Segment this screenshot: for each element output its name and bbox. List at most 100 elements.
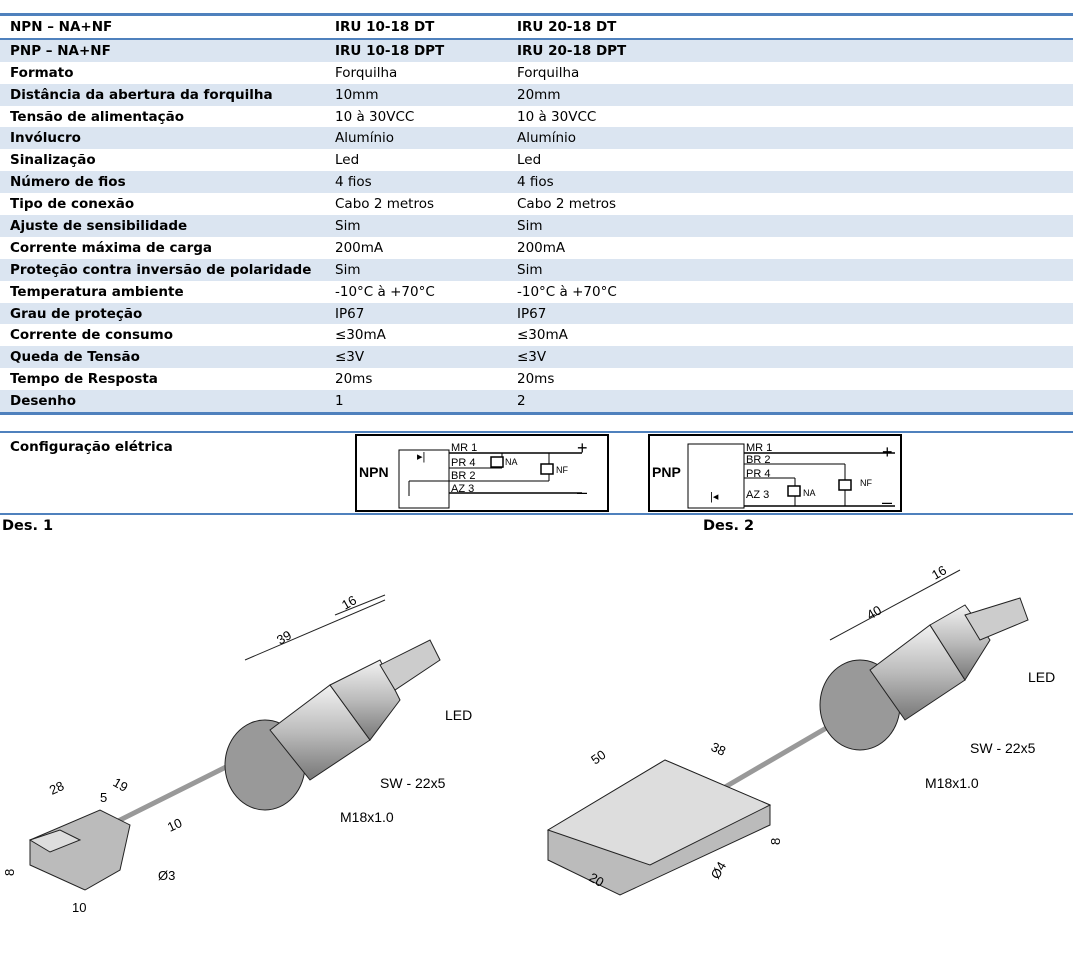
drawing-label: 19 [111, 775, 131, 795]
drawing-label: Ø4 [708, 859, 730, 882]
drawing-label: 38 [709, 739, 728, 759]
spec-value: 10 à 30VCC [335, 108, 415, 125]
table-row: Sinalização Led Led [0, 149, 1073, 171]
table-row: Temperatura ambiente -10°C à +70°C -10°C à… [0, 281, 1073, 303]
spec-value: IRU 10-18 DPT [335, 42, 445, 59]
table-row: Ajuste de sensibilidade Sim Sim [0, 215, 1073, 237]
drawing-label: 10 [165, 815, 184, 835]
spec-label: Formato [10, 64, 74, 81]
drawing-label: MR 1 [451, 442, 477, 454]
table-row: Corrente de consumo≤30mA≤30mA [0, 324, 1073, 346]
drawing-label: MR 1 [746, 442, 772, 454]
drawing-label: – [577, 482, 587, 502]
drawing-label: 5 [100, 790, 107, 805]
spec-value: 4 fios [335, 174, 372, 191]
drawing-label: 40 [864, 602, 884, 622]
spec-label: Temperatura ambiente [10, 283, 184, 300]
drawing-label: M18x1.0 [925, 775, 979, 791]
spec-value: 200mA [335, 239, 384, 256]
drawing-label: NA [803, 488, 816, 498]
electrical-config-section: Configuração elétrica NPN ▸| MR 1 PR 4 BR… [0, 431, 1073, 515]
table-row: Tensão de alimentação 10 à 30VCC 10 à 30VC… [0, 106, 1073, 128]
drawing-1-title: Des. 1 [2, 518, 54, 534]
drawing-label: Ø3 [158, 868, 175, 883]
drawing-label: 8 [768, 838, 783, 845]
spec-value: 20ms [517, 371, 555, 388]
spec-value: -10°C à +70°C [335, 283, 435, 300]
spec-value: ≤30mA [517, 327, 568, 344]
spec-label: PNP – NA+NF [10, 42, 111, 59]
spec-value: Led [335, 152, 360, 169]
drawing-label: M18x1.0 [340, 809, 394, 825]
spec-label: Tempo de Resposta [10, 371, 158, 388]
drawing-label: ▸| [417, 451, 425, 463]
spec-label: Ajuste de sensibilidade [10, 217, 188, 234]
drawing-label: BR 2 [451, 470, 475, 482]
spec-label: Sinalização [10, 152, 96, 169]
pnp-label: PNP [652, 464, 681, 480]
npn-label: NPN [359, 464, 389, 480]
drawing-label: |◂ [710, 491, 719, 503]
drawing-label: NF [860, 478, 872, 488]
drawing-label: 50 [588, 747, 608, 768]
spec-value: Alumínio [335, 130, 395, 147]
table-row: Desenho 1 2 [0, 390, 1073, 413]
spec-value: Sim [335, 261, 361, 278]
spec-value: ≤3V [517, 349, 547, 366]
drawing-label: 16 [339, 592, 359, 612]
spec-label: NPN – NA+NF [10, 18, 113, 35]
table-row: Queda de Tensão≤3V≤3V [0, 346, 1073, 369]
spec-label: Tensão de alimentação [10, 108, 184, 125]
spec-value: Led [517, 152, 542, 169]
drawing-label: 10 [72, 900, 86, 915]
drawing-label: LED [445, 707, 472, 723]
spec-value: IRU 10-18 DT [335, 18, 435, 35]
spec-value: Forquilha [517, 64, 580, 81]
spec-value: IP67 [335, 305, 365, 322]
sensor-drawings: 39 16 28 19 5 10 8 10 Ø3 LED SW - 22x5 M… [2, 562, 1055, 915]
spec-value: IP67 [517, 305, 547, 322]
drawing-label: – [882, 492, 892, 510]
spec-label: Queda de Tensão [10, 349, 140, 366]
spec-label: Proteção contra inversão de polaridade [10, 261, 312, 278]
spec-value: 200mA [517, 239, 566, 256]
spec-value: IRU 20-18 DT [517, 18, 617, 35]
spec-table: NPN – NA+NF IRU 10-18 DT IRU 20-18 DT PNP –… [0, 13, 1073, 416]
drawing-label: SW - 22x5 [970, 740, 1036, 756]
drawing-2 [546, 569, 1029, 896]
spec-value: 4 fios [517, 174, 554, 191]
spec-label: Número de fios [10, 174, 126, 191]
drawing-label: 20 [587, 870, 607, 890]
spec-value: IRU 20-18 DPT [517, 42, 627, 59]
spec-value: -10°C à +70°C [517, 283, 617, 300]
spec-value: Cabo 2 metros [517, 196, 616, 213]
spec-value: Forquilha [335, 64, 398, 81]
drawing-label: AZ 3 [746, 489, 769, 501]
electrical-config-label: Configuração elétrica [10, 439, 173, 455]
spec-value: 1 [335, 393, 344, 410]
spec-label: Invólucro [10, 130, 81, 147]
spec-label: Desenho [10, 393, 77, 410]
table-row: Número de fios 4 fios 4 fios [0, 171, 1073, 194]
spec-value: ≤30mA [335, 327, 386, 344]
drawing-label: + [882, 442, 893, 462]
drawing-label: BR 2 [746, 454, 770, 466]
table-row: Proteção contra inversão de polaridade Si… [0, 258, 1073, 281]
drawing-label: AZ 3 [451, 483, 474, 495]
drawing-2-title: Des. 2 [703, 518, 755, 534]
spec-value: Sim [335, 217, 361, 234]
spec-value: 2 [517, 393, 526, 410]
drawing-label: 39 [274, 627, 294, 647]
drawing-label: 16 [929, 562, 949, 582]
drawing-label: PR 4 [451, 457, 475, 469]
table-row: Formato Forquilha Forquilha [0, 62, 1073, 84]
drawing-label: LED [1028, 669, 1055, 685]
spec-value: Sim [517, 217, 543, 234]
spec-value: 10 à 30VCC [517, 108, 597, 125]
